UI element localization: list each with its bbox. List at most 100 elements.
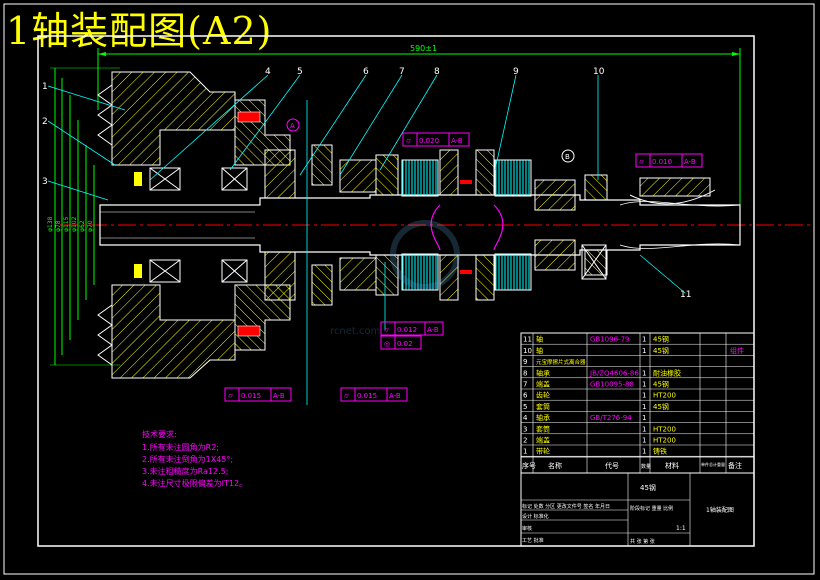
bom-cell-name: 轴 bbox=[536, 335, 543, 344]
bom-cell-material: 45钢 bbox=[653, 380, 669, 389]
bom-cell-name: 轴 bbox=[536, 346, 543, 355]
balloon-8: 8 bbox=[434, 67, 440, 77]
bom-header-no: 序号 bbox=[522, 461, 536, 470]
svg-text:φ138: φ138 bbox=[47, 216, 54, 232]
tech-req-2: 2.所有未注倒角为1X45°; bbox=[142, 454, 233, 464]
bom-cell-no: 10 bbox=[523, 347, 532, 355]
right-gears bbox=[534, 174, 716, 280]
clutch bbox=[401, 149, 532, 301]
tb-sheet: 共 张 第 张 bbox=[630, 538, 655, 545]
bom-header-weight: 单件总计重量 bbox=[701, 461, 725, 467]
svg-text:A-B: A-B bbox=[273, 392, 285, 400]
bom-cell-code: GB/T276-94 bbox=[590, 414, 632, 422]
balloon-10: 10 bbox=[593, 67, 605, 77]
svg-text:A-B: A-B bbox=[684, 158, 696, 166]
svg-text:⌭: ⌭ bbox=[344, 392, 349, 400]
tech-req-heading: 技术要求: bbox=[142, 429, 177, 439]
tb-stage-labels: 阶段标记 重量 比例 bbox=[630, 505, 673, 512]
svg-text:0.020: 0.020 bbox=[419, 137, 439, 145]
balloon-3: 3 bbox=[42, 177, 48, 187]
tb-row-3: 审核 bbox=[522, 525, 532, 532]
svg-text:φ102: φ102 bbox=[71, 216, 78, 232]
bom-header-code: 代号 bbox=[605, 461, 619, 470]
diameter-dimensions: φ138 φ78 φ115 φ102 φ62 φ70 bbox=[47, 67, 120, 366]
bom-cell-name: 带轮 bbox=[536, 447, 550, 456]
bom-cell-no: 1 bbox=[523, 448, 527, 456]
bom-cell-material: 45钢 bbox=[653, 335, 669, 344]
outer-frame bbox=[3, 3, 815, 575]
balloon-4: 4 bbox=[265, 67, 271, 77]
bom-cell-no: 11 bbox=[523, 336, 532, 344]
svg-text:0.015: 0.015 bbox=[357, 392, 377, 400]
svg-text:⌭: ⌭ bbox=[384, 326, 389, 334]
title-block: 45钢 1轴装配图 1:1 阶段标记 重量 比例 共 张 第 张 标记 处数 分… bbox=[520, 472, 755, 547]
bom-header-note: 备注 bbox=[728, 461, 742, 470]
bom-header-qty: 数量 bbox=[641, 463, 651, 470]
bom-cell-material: 耐油橡胶 bbox=[653, 368, 681, 377]
svg-text:⌭: ⌭ bbox=[228, 392, 233, 400]
bom-cell-no: 6 bbox=[523, 392, 528, 400]
balloon-9: 9 bbox=[513, 67, 519, 77]
bom-cell-name: 端盖 bbox=[536, 380, 550, 389]
svg-text:rcnet.com: rcnet.com bbox=[330, 326, 380, 337]
bom-cell-qty: 1 bbox=[642, 369, 646, 377]
bom-cell-no: 4 bbox=[523, 414, 528, 422]
svg-text:⌭: ⌭ bbox=[406, 137, 411, 145]
tolerance-frames: ⌭ 0.020 A-B ⌭ 0.010 A-B ⌭ 0.012 A-B ◎ 0.… bbox=[224, 132, 703, 402]
bom-cell-qty: 1 bbox=[642, 347, 646, 355]
bom-cell-code: GB1096-79 bbox=[590, 336, 629, 344]
bom-cell-name: 轴承 bbox=[536, 413, 550, 422]
left-bearings bbox=[134, 167, 248, 283]
balloon-1: 1 bbox=[42, 82, 48, 92]
overall-dim-text: 590±1 bbox=[410, 44, 437, 53]
bom-cell-qty: 1 bbox=[642, 425, 646, 433]
svg-text:0.015: 0.015 bbox=[241, 392, 261, 400]
svg-text:φ78: φ78 bbox=[55, 220, 62, 232]
svg-text:0.02: 0.02 bbox=[397, 340, 413, 348]
bom-cell-no: 2 bbox=[523, 437, 527, 445]
bom-cell-code: GB10095-88 bbox=[590, 381, 634, 389]
datum-markers: A B bbox=[286, 118, 575, 163]
svg-text:φ70: φ70 bbox=[87, 220, 94, 232]
balloon-5: 5 bbox=[297, 67, 303, 77]
balloon-6: 6 bbox=[363, 67, 369, 77]
bom-cell-name: 元宝摩擦片式离合器 bbox=[536, 358, 586, 366]
svg-text:B: B bbox=[565, 153, 570, 161]
inner-frame bbox=[37, 35, 755, 547]
bom-cell-material: HT200 bbox=[653, 425, 676, 433]
bom-cell-qty: 1 bbox=[642, 381, 646, 389]
svg-text:◎: ◎ bbox=[384, 340, 390, 348]
tb-scale: 1:1 bbox=[676, 525, 686, 532]
svg-text:A-B: A-B bbox=[427, 326, 439, 334]
bom-cell-name: 套筒 bbox=[536, 402, 550, 411]
bom-cell-no: 9 bbox=[523, 358, 527, 366]
bom-cell-qty: 1 bbox=[642, 448, 646, 456]
tb-material: 45钢 bbox=[640, 483, 656, 492]
shaft bbox=[99, 194, 741, 256]
bom-cell-name: 轴承 bbox=[536, 368, 550, 377]
bom-header-material: 材料 bbox=[665, 461, 679, 470]
bom-cell-no: 3 bbox=[523, 425, 527, 433]
part-balloons: 1 2 3 4 5 6 7 8 9 10 11 bbox=[42, 67, 691, 300]
bom-header-name: 名称 bbox=[548, 461, 562, 470]
bom-cell-material: HT200 bbox=[653, 437, 676, 445]
housing bbox=[234, 99, 291, 351]
bom-cell-qty: 1 bbox=[642, 336, 646, 344]
svg-text:φ115: φ115 bbox=[63, 216, 70, 232]
bom-cell-name: 套筒 bbox=[536, 424, 550, 433]
pulley bbox=[97, 71, 236, 379]
bom-cell-qty: 1 bbox=[642, 392, 646, 400]
bom-cell-name: 齿轮 bbox=[536, 391, 550, 400]
tb-row-1: 标记 处数 分区 更改文件号 签名 年月日 bbox=[522, 503, 610, 510]
bom-cell-name: 端盖 bbox=[536, 436, 550, 445]
bom-cell-material: 铸铁 bbox=[653, 447, 667, 456]
bom-cell-qty: 1 bbox=[642, 414, 646, 422]
tb-drawing-name: 1轴装配图 bbox=[706, 506, 734, 514]
bom-cell-qty: 1 bbox=[642, 403, 646, 411]
svg-text:A-B: A-B bbox=[389, 392, 401, 400]
tech-req-4: 4.未注尺寸极限偏差为IT12。 bbox=[142, 478, 247, 488]
bom-cell-note: 组件 bbox=[730, 346, 744, 355]
tech-req-3: 3.未注粗糙度为Ra12.5; bbox=[142, 466, 228, 476]
